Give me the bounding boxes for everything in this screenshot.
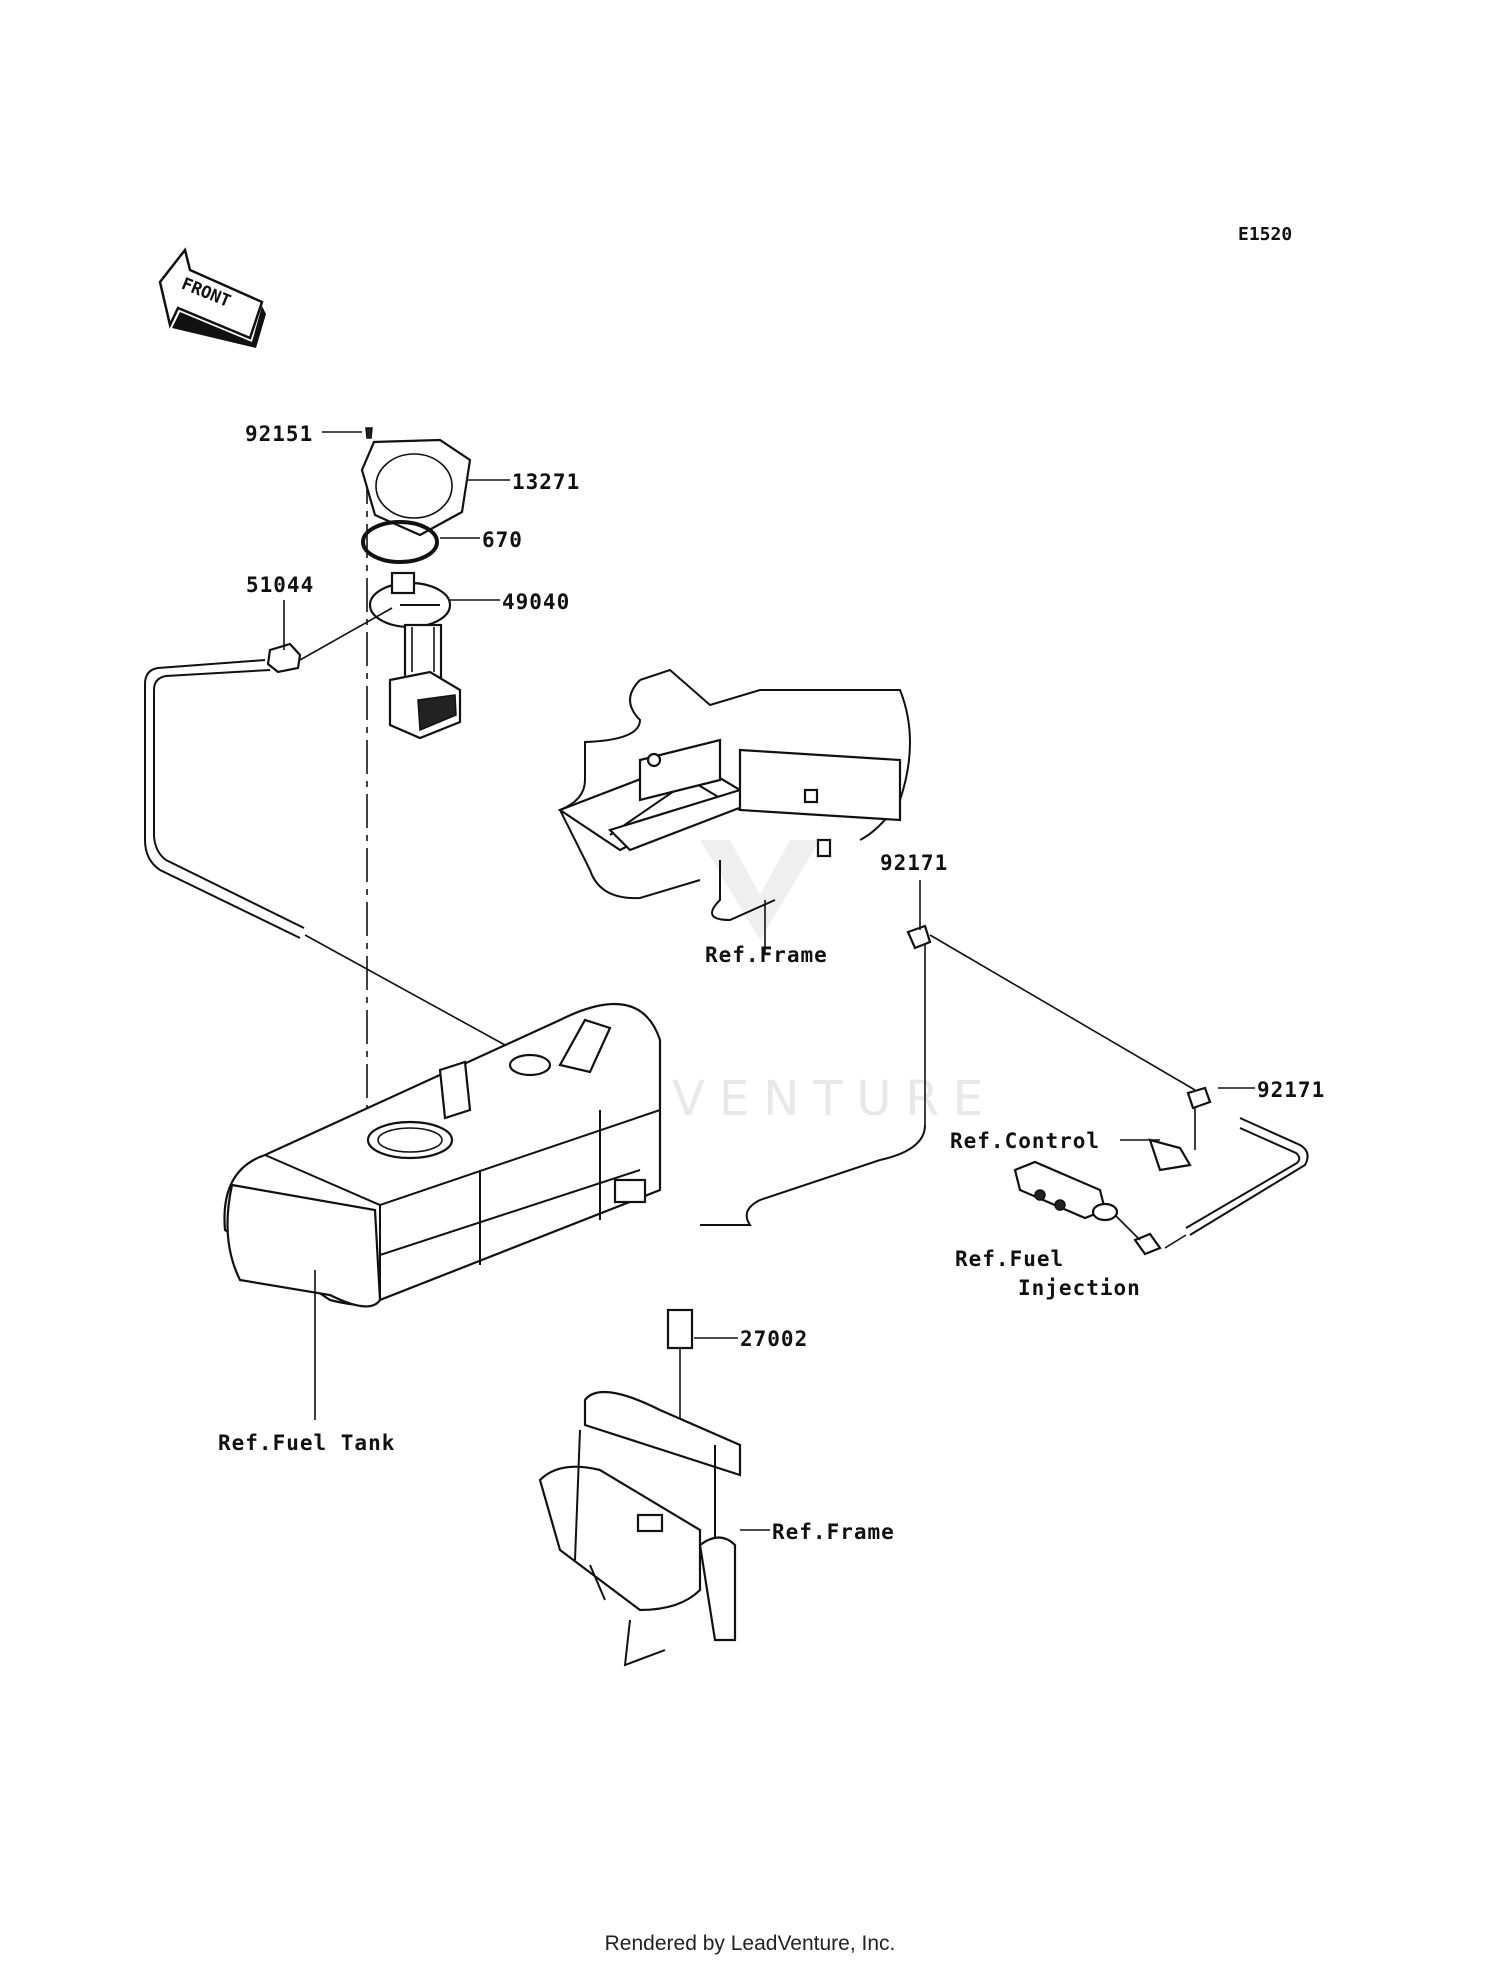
upper-frame bbox=[557, 668, 911, 955]
fuel-hose-51044 bbox=[144, 607, 506, 1046]
callout-ref-fuel-injection-line1: Ref.Fuel bbox=[955, 1247, 1064, 1271]
callout-670: 670 bbox=[482, 528, 523, 552]
callout-ref-fuel-injection-line2: Injection bbox=[1018, 1276, 1141, 1300]
lower-frame bbox=[538, 1308, 742, 1667]
callout-92171-lower: 92171 bbox=[1257, 1078, 1325, 1102]
callout-13271: 13271 bbox=[512, 470, 580, 494]
diagram-code: E1520 bbox=[1238, 224, 1292, 245]
callout-92171-upper: 92171 bbox=[880, 851, 948, 875]
fuel-pump-assembly bbox=[360, 427, 472, 1145]
callout-27002: 27002 bbox=[740, 1327, 808, 1351]
footer-credit: Rendered by LeadVenture, Inc. bbox=[605, 1932, 896, 1955]
fuel-tank bbox=[223, 1002, 662, 1420]
fuel-injection-assembly bbox=[700, 880, 1309, 1256]
callout-49040: 49040 bbox=[502, 590, 570, 614]
callout-leaders bbox=[283, 431, 1255, 1531]
callout-ref-frame-upper: Ref.Frame bbox=[705, 943, 828, 967]
callout-ref-fuel-tank: Ref.Fuel Tank bbox=[218, 1431, 395, 1455]
front-arrow-icon: FRONT bbox=[158, 247, 266, 348]
callout-ref-frame-lower: Ref.Frame bbox=[772, 1520, 895, 1544]
callout-92151: 92151 bbox=[245, 422, 313, 446]
callout-51044: 51044 bbox=[246, 573, 314, 597]
callout-ref-control: Ref.Control bbox=[950, 1129, 1100, 1153]
